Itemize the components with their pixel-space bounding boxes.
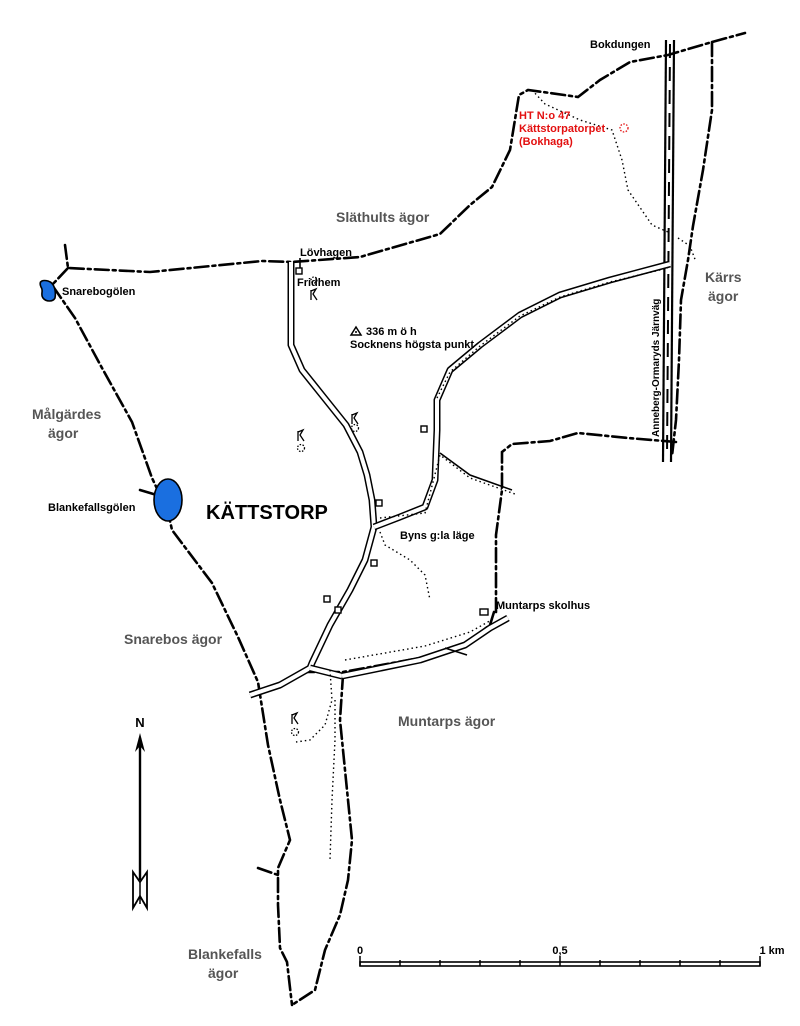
- scale-end: 1 km: [759, 945, 784, 957]
- label-bokdungen: Bokdungen: [590, 39, 651, 51]
- ponds: [39, 279, 183, 522]
- label-blankefalls-2: ägor: [208, 965, 239, 981]
- building-skolhus: [479, 608, 489, 616]
- boundary-east-rail: [670, 40, 714, 458]
- boundary-south: [290, 673, 354, 1007]
- boundary-west: [50, 266, 294, 1007]
- torp-site-icon: [619, 123, 629, 133]
- building-3: [370, 559, 378, 567]
- north-arrow: N: [132, 715, 148, 912]
- building-5: [334, 606, 342, 614]
- boundary-north: [63, 31, 747, 274]
- ruin-icon-4: [291, 711, 299, 725]
- buildings: [295, 267, 489, 616]
- snarebogolen-pond: [39, 279, 57, 302]
- railway: [661, 39, 676, 463]
- label-muntarps: Muntarps ägor: [398, 713, 496, 729]
- label-ht-name: Kättstorpatorpet: [519, 123, 606, 135]
- label-ht-alias: (Bokhaga): [519, 136, 573, 148]
- building-4: [323, 595, 331, 603]
- label-snarebogolen: Snarebogölen: [62, 286, 136, 298]
- label-summit-2: Socknens högsta punkt: [350, 339, 474, 351]
- ruin-icon-1: [310, 287, 318, 301]
- building-2: [375, 499, 383, 507]
- label-snarebos: Snarebos ägor: [124, 631, 223, 647]
- main-road: [248, 260, 671, 699]
- label-byns-lage: Byns g:la läge: [400, 530, 475, 542]
- label-blankefalls-1: Blankefalls: [188, 946, 262, 962]
- label-karrs-2: ägor: [708, 288, 739, 304]
- footpaths: [295, 89, 697, 861]
- label-lovhagen: Lövhagen: [300, 247, 352, 259]
- summit-icon: [349, 325, 363, 336]
- scale-mid: 0,5: [552, 945, 567, 957]
- label-ht-number: HT N:o 47: [519, 110, 570, 122]
- label-karrs-1: Kärrs: [705, 269, 742, 285]
- scale-start: 0: [357, 945, 363, 957]
- label-slathults: Släthults ägor: [336, 209, 430, 225]
- building-fridhem: [295, 267, 303, 275]
- label-muntarps-skolhus: Muntarps skolhus: [496, 600, 590, 612]
- labels: Bokdungen Lövhagen Fridhem Snarebogölen …: [32, 39, 742, 981]
- boundaries: [50, 31, 747, 1007]
- label-railway: Anneberg-Ormaryds Järnväg: [651, 299, 662, 437]
- ruin-symbols: [290, 123, 629, 737]
- label-blankefallsgolen: Blankefallsgölen: [48, 502, 136, 514]
- label-malgardes-2: ägor: [48, 425, 79, 441]
- boundary-southwest-stub: [256, 866, 280, 877]
- ruin-icon-2: [351, 411, 359, 425]
- label-kattstorp: KÄTTSTORP: [206, 501, 328, 524]
- label-malgardes-1: Målgärdes: [32, 406, 101, 422]
- label-fridhem: Fridhem: [297, 277, 341, 289]
- ruin-icon-3: [297, 428, 305, 442]
- lanes: [299, 258, 513, 656]
- blankefallsgolen-pond: [153, 478, 183, 522]
- north-label: N: [135, 715, 144, 730]
- scale-bar: 0 0,5 1 km: [357, 945, 785, 967]
- label-summit-1: 336 m ö h: [366, 326, 417, 338]
- boundary-karrs: [494, 431, 678, 614]
- building-1: [420, 425, 428, 433]
